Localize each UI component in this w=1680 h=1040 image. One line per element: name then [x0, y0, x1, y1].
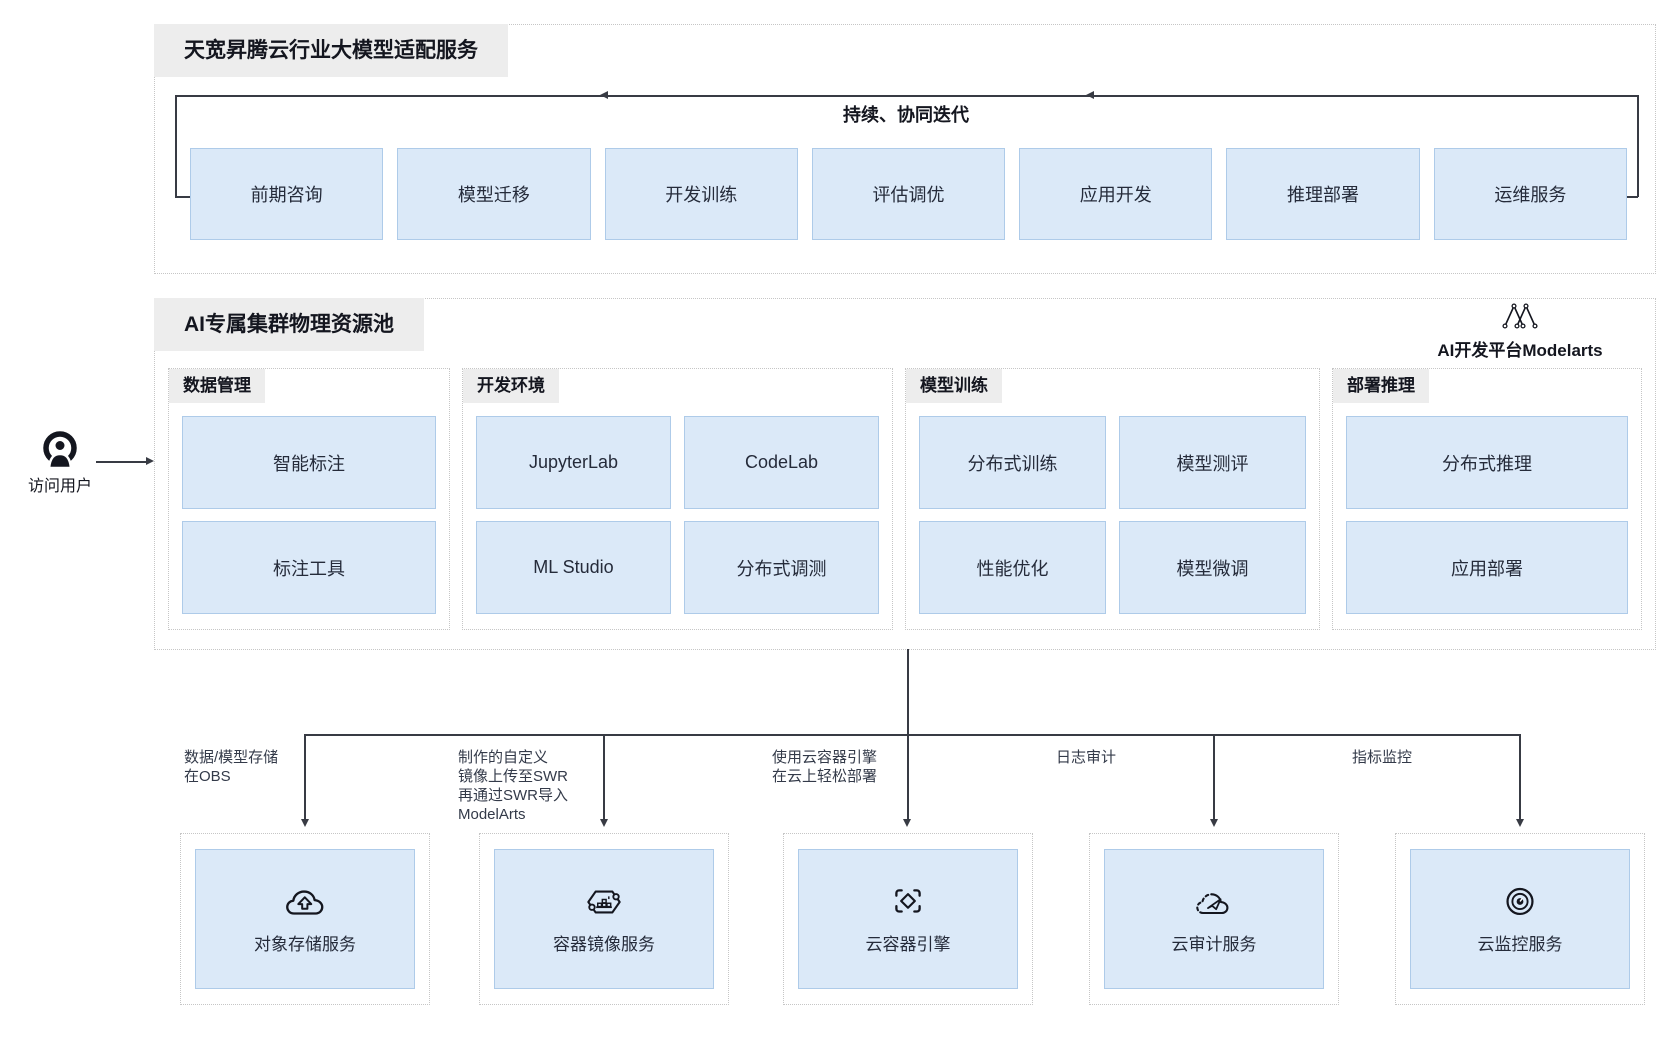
drop-arrowhead-icon — [300, 819, 309, 827]
group-title: 数据管理 — [169, 369, 265, 403]
connection-label-monitor: 指标监控 — [1352, 749, 1413, 766]
user-arrowhead-icon — [146, 457, 154, 466]
drop-line — [1213, 734, 1215, 819]
container-engine-icon — [886, 883, 930, 921]
group-model-training: 模型训练 分布式训练 模型测评 性能优化 模型微调 — [905, 368, 1320, 630]
service-card-ces: 云监控服务 — [1395, 833, 1645, 1005]
group-deploy-inference: 部署推理 分布式推理 应用部署 — [1332, 368, 1642, 630]
loop-arrowhead-icon — [1086, 91, 1094, 100]
group-title: 开发环境 — [463, 369, 559, 403]
service-label: 对象存储服务 — [254, 935, 356, 954]
loop-line-top — [175, 95, 1638, 97]
loop-line-left — [175, 95, 177, 197]
ai-resource-pool-section — [154, 298, 1656, 650]
loop-stub-left — [175, 196, 190, 198]
adaptation-service-section — [154, 24, 1656, 274]
cloud-audit-icon — [1192, 883, 1236, 921]
connection-label-cce: 使用云容器引擎 在云上轻松部署 — [772, 749, 878, 785]
service-card-cce: 云容器引擎 — [783, 833, 1033, 1005]
service-label: 容器镜像服务 — [553, 935, 655, 954]
service-card-obs: 对象存储服务 — [180, 833, 430, 1005]
stage-box: 模型迁移 — [397, 148, 591, 240]
capability-box: 模型测评 — [1119, 416, 1306, 509]
capability-box: ML Studio — [476, 521, 671, 614]
loop-stub-right — [1627, 196, 1638, 198]
drop-line — [1519, 734, 1521, 819]
stage-box: 前期咨询 — [190, 148, 384, 240]
group-title: 部署推理 — [1333, 369, 1429, 403]
ai-resource-pool-title: AI专属集群物理资源池 — [154, 298, 424, 351]
container-registry-icon — [581, 883, 627, 921]
capability-box: 智能标注 — [182, 416, 436, 509]
stage-box: 运维服务 — [1433, 148, 1627, 240]
modelarts-platform-label: AI开发平台Modelarts — [1437, 341, 1603, 360]
capability-box: JupyterLab — [476, 416, 671, 509]
modelarts-icon — [1499, 301, 1541, 331]
user-label: 访问用户 — [27, 478, 92, 495]
stage-box: 推理部署 — [1226, 148, 1420, 240]
service-card-swr: 容器镜像服务 — [479, 833, 729, 1005]
drop-line — [907, 734, 909, 819]
group-grid: JupyterLab CodeLab ML Studio 分布式调测 — [476, 416, 879, 614]
loop-line-right — [1637, 95, 1639, 197]
stage-box: 开发训练 — [604, 148, 798, 240]
capability-box: 模型微调 — [1119, 521, 1306, 614]
group-title: 模型训练 — [906, 369, 1002, 403]
service-card-cts: 云审计服务 — [1089, 833, 1339, 1005]
drop-arrowhead-icon — [1209, 819, 1218, 827]
cloud-upload-icon — [282, 883, 328, 921]
stage-box: 评估调优 — [811, 148, 1006, 240]
drop-arrowhead-icon — [1515, 819, 1524, 827]
drop-arrowhead-icon — [599, 819, 608, 827]
stage-box: 应用开发 — [1019, 148, 1213, 240]
service-label: 云容器引擎 — [865, 935, 951, 954]
drop-arrowhead-icon — [903, 819, 912, 827]
cloud-monitor-icon — [1500, 883, 1540, 921]
connection-label-swr: 制作的自定义 镜像上传至SWR 再通过SWR导入 ModelArts — [458, 749, 568, 823]
drop-line — [603, 734, 605, 819]
capability-box: 标注工具 — [182, 521, 436, 614]
stem-line — [907, 649, 909, 734]
capability-box: 应用部署 — [1346, 521, 1628, 614]
group-grid: 分布式训练 模型测评 性能优化 模型微调 — [919, 416, 1306, 614]
adaptation-service-title: 天宽昇腾云行业大模型适配服务 — [154, 24, 508, 77]
capability-box: CodeLab — [684, 416, 879, 509]
group-data-management: 数据管理 智能标注 标注工具 — [168, 368, 450, 630]
connection-label-audit: 日志审计 — [1056, 749, 1117, 766]
group-grid: 智能标注 标注工具 — [182, 416, 436, 614]
group-dev-environment: 开发环境 JupyterLab CodeLab ML Studio 分布式调测 — [462, 368, 893, 630]
user-icon — [41, 430, 79, 468]
capability-box: 分布式推理 — [1346, 416, 1628, 509]
service-label: 云监控服务 — [1477, 935, 1563, 954]
capability-box: 分布式调测 — [684, 521, 879, 614]
stage-row: 前期咨询 模型迁移 开发训练 评估调优 应用开发 推理部署 运维服务 — [190, 148, 1627, 240]
capability-box: 分布式训练 — [919, 416, 1106, 509]
loop-label: 持续、协同迭代 — [843, 105, 969, 125]
branch-line — [304, 734, 1521, 736]
user-arrow-line — [96, 461, 146, 463]
loop-arrowhead-icon — [600, 91, 608, 100]
connection-label-obs: 数据/模型存储 在OBS — [184, 749, 279, 785]
service-label: 云审计服务 — [1171, 935, 1257, 954]
group-grid: 分布式推理 应用部署 — [1346, 416, 1628, 614]
capability-box: 性能优化 — [919, 521, 1106, 614]
drop-line — [304, 734, 306, 819]
